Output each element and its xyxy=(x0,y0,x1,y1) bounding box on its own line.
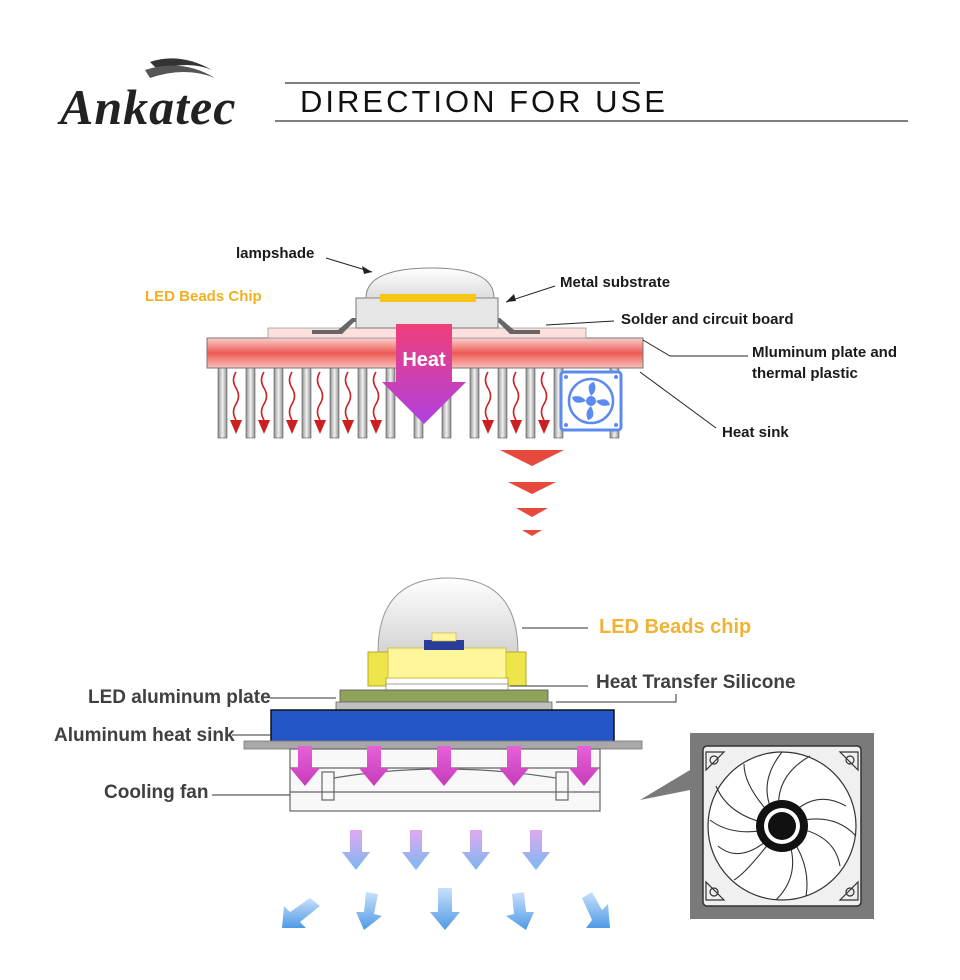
led-chip-core xyxy=(424,640,464,650)
bottom-leader-lines xyxy=(212,627,677,796)
label-lampshade: lampshade xyxy=(236,245,315,262)
brand-logo: Ankatec xyxy=(60,79,237,135)
heat-arrow-label: Heat xyxy=(402,349,446,371)
wavy-arrowheads xyxy=(230,420,550,434)
label-led-aluminum-plate: LED aluminum plate xyxy=(88,687,271,708)
airflow-arrows-row2 xyxy=(282,888,610,930)
label-solder: Solder and circuit board xyxy=(621,311,794,328)
led-dome xyxy=(377,577,519,653)
logo-swoosh-icon-2 xyxy=(145,65,215,78)
led-chip xyxy=(380,294,476,302)
label-aluminum-line1: Mluminum plate and xyxy=(752,344,898,361)
fan-inset xyxy=(640,733,874,919)
wavy-heat-arrows xyxy=(232,371,548,421)
silicone-layer xyxy=(385,683,509,691)
label-cooling-fan: Cooling fan xyxy=(104,782,209,803)
label-heat-transfer-silicone: Heat Transfer Silicone xyxy=(596,672,796,693)
metal-substrate xyxy=(355,297,499,329)
top-diagram xyxy=(206,257,748,536)
heat-arrow xyxy=(382,324,466,424)
solder-left xyxy=(312,318,358,334)
heat-chevrons xyxy=(500,450,564,536)
led-aluminum-plate xyxy=(339,689,549,703)
page-title: DIRECTION FOR USE xyxy=(300,84,668,119)
label-led-beads-chip-2: LED Beads chip xyxy=(599,616,752,638)
solder-right xyxy=(494,318,540,334)
label-heat-sink: Heat sink xyxy=(722,424,789,441)
lampshade-dome xyxy=(365,267,495,299)
aluminum-heat-sink xyxy=(270,709,615,744)
airflow-arrows-row1 xyxy=(342,830,550,870)
label-led-beads-chip: LED Beads Chip xyxy=(145,288,262,305)
top-leader-lines xyxy=(325,257,748,429)
header-decor xyxy=(145,58,908,122)
magenta-heat-arrows xyxy=(290,746,599,786)
label-aluminum-line2: thermal plastic xyxy=(752,365,858,382)
label-aluminum-heat-sink: Aluminum heat sink xyxy=(54,725,235,746)
fan-icon xyxy=(559,370,623,432)
label-metal-substrate: Metal substrate xyxy=(560,274,671,291)
